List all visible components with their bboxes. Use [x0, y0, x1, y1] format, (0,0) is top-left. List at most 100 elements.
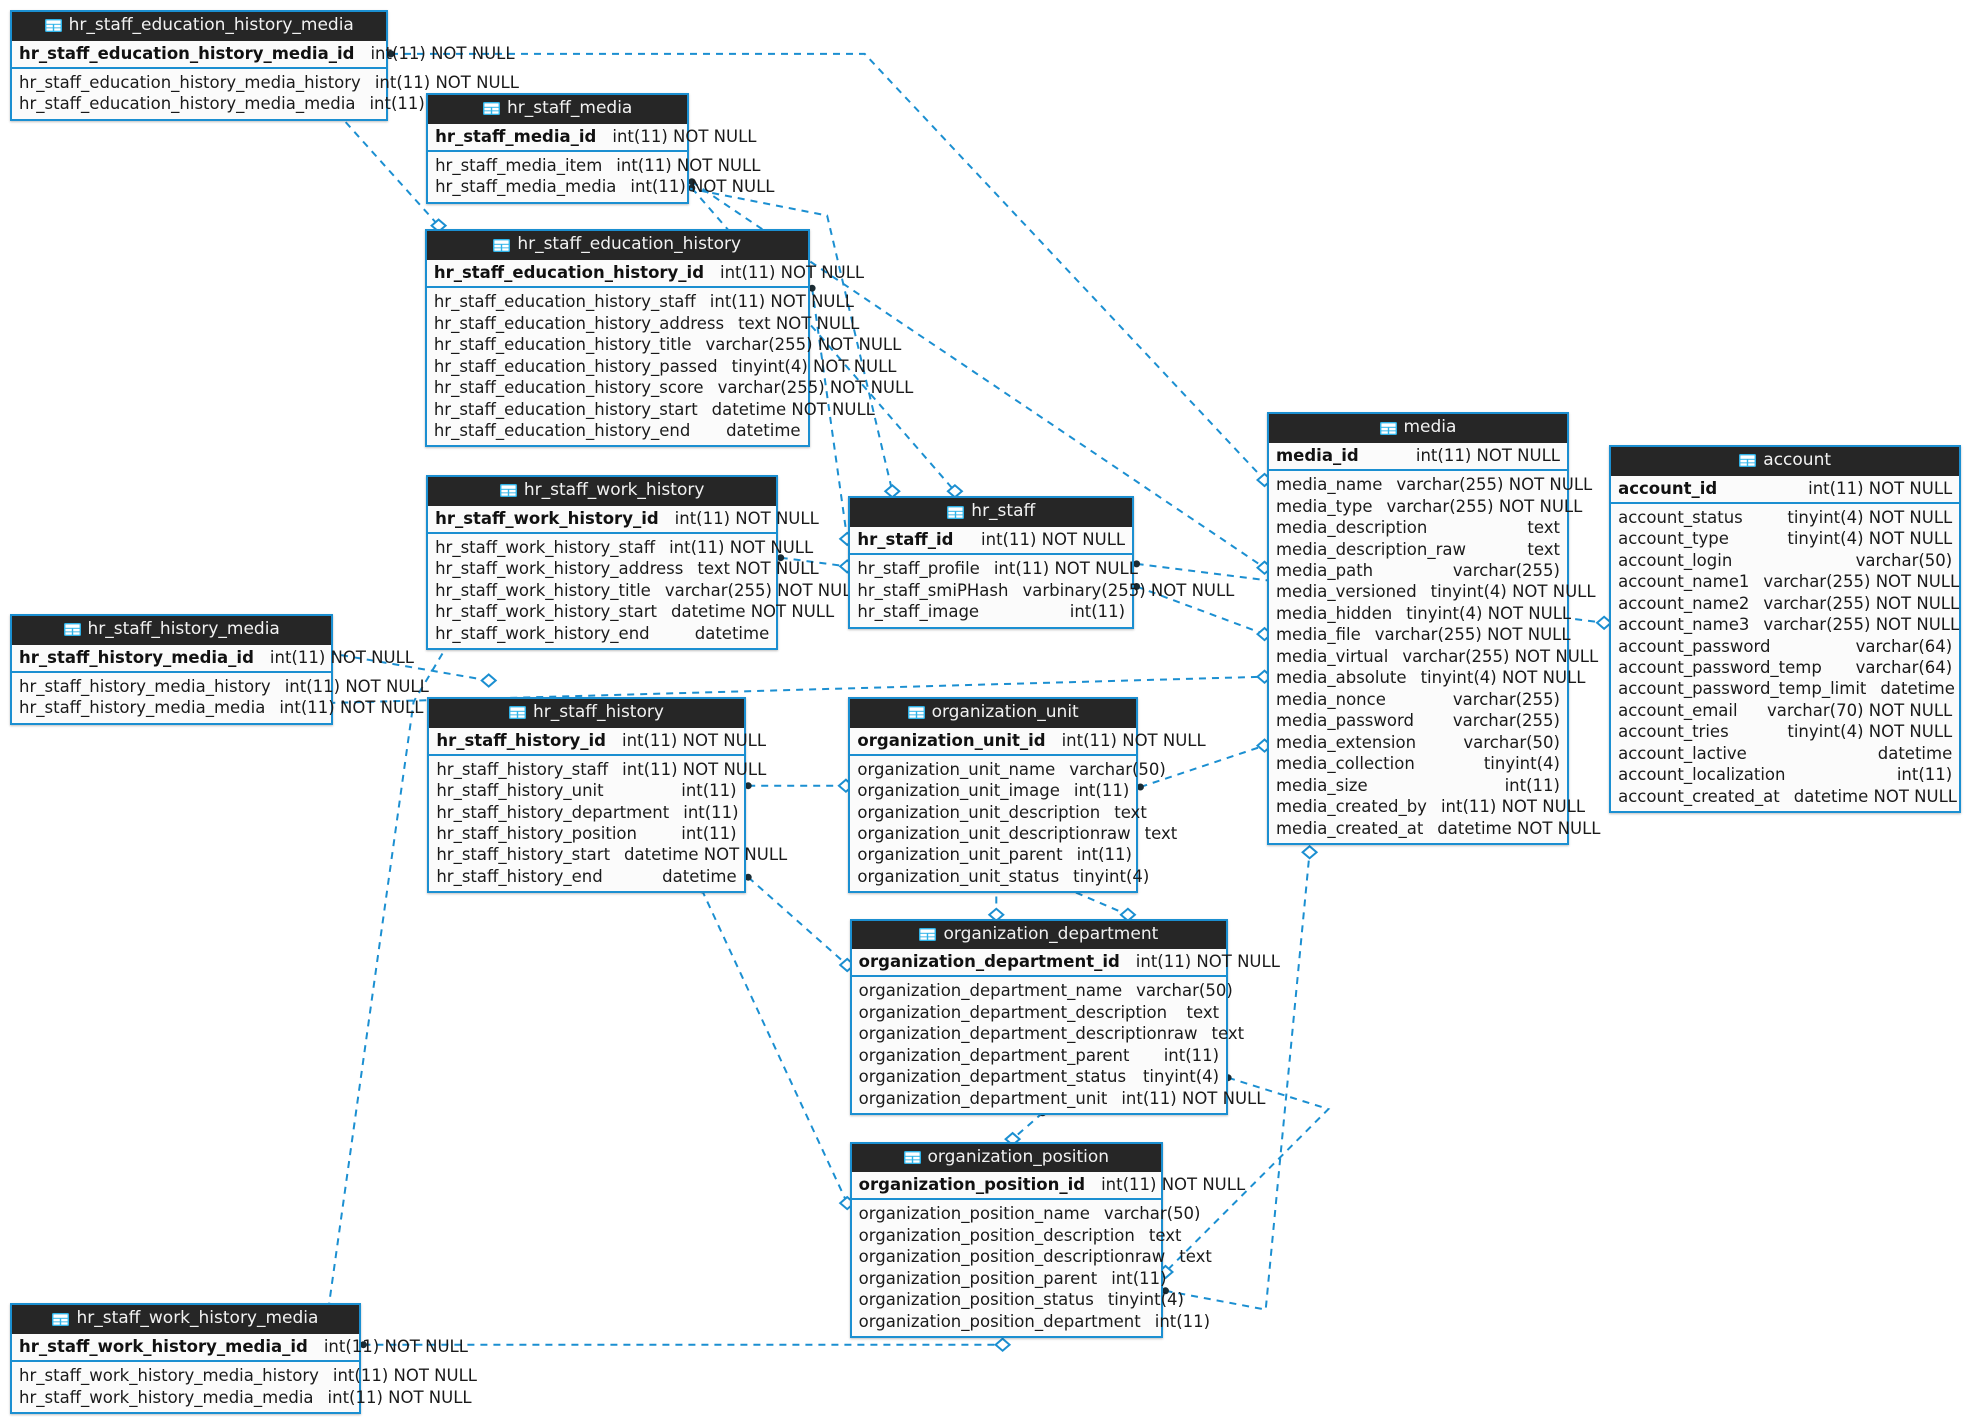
table-header[interactable]: organization_unit [850, 698, 1136, 728]
table-header[interactable]: organization_department [851, 920, 1227, 950]
column-row[interactable]: hr_staff_education_history_media_history… [12, 72, 519, 93]
table-header[interactable]: hr_staff_history [429, 698, 744, 728]
table-header[interactable]: hr_staff_work_history [428, 476, 777, 506]
table-header[interactable]: organization_position [851, 1143, 1161, 1173]
table-header[interactable]: hr_staff_work_history_media [12, 1305, 359, 1335]
table-header[interactable]: hr_staff_education_history_media [12, 12, 387, 41]
table-header[interactable]: media [1268, 414, 1567, 444]
table-header[interactable]: account [1611, 446, 1960, 476]
table-header[interactable]: hr_staff_history_media [12, 616, 332, 645]
table-header[interactable]: hr_staff [850, 498, 1133, 528]
table-hr_staff_education_history_media[interactable]: hr_staff_education_history_media hr_staff… [10, 10, 519, 121]
